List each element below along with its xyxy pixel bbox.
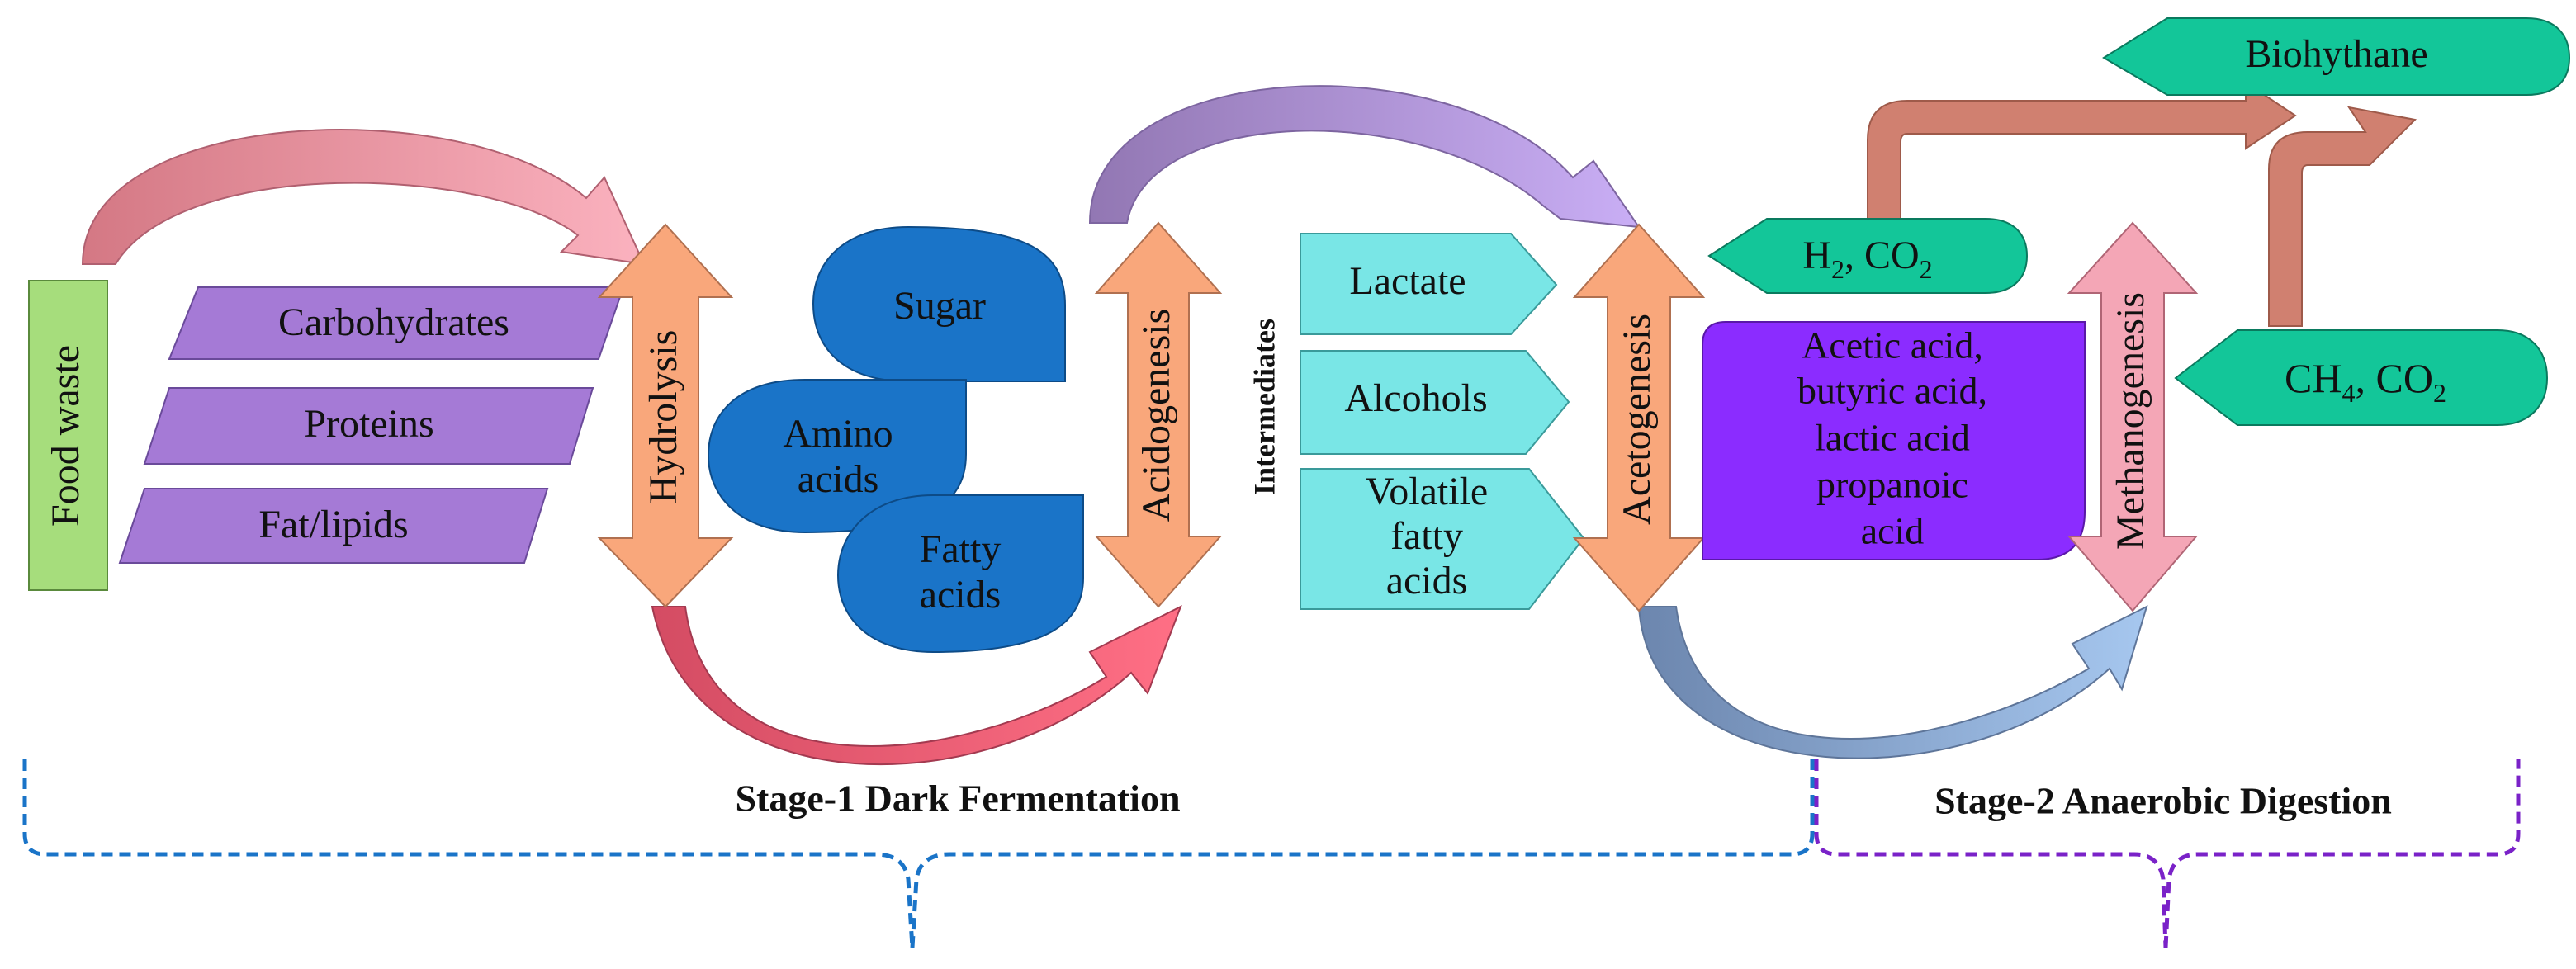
ch4-co2-tag [2174,329,2549,426]
elbow-arrow-h2-to-biohythane [1867,81,2297,220]
stage2-brace [1814,759,2521,948]
amino-acids-label-line1: Amino [783,412,893,456]
acids-label-line5: acid [1861,510,1925,552]
vfa-label-line3: acids [1386,559,1468,603]
arc-arrow-acidogenesis-to-acetogenesis [1088,85,1641,229]
volatile-fatty-acids-box [1300,468,1585,610]
hydrolysis-arrow [597,223,734,608]
stage1-brace [22,759,1815,948]
acids-label-line3: lactic acid [1815,417,1970,459]
alcohols-label: Alcohols [1344,376,1487,420]
amino-acids-label-line2: acids [798,457,879,501]
substrate-proteins-box [143,387,594,465]
substrate-carbohydrates-label: Carbohydrates [278,300,509,344]
substrate-fat-lipids-label: Fat/lipids [258,503,408,546]
fatty-acids-drop [836,494,1084,654]
biohythane-tag [2102,17,2571,96]
stage1-label: Stage-1 Dark Fermentation [735,778,1180,820]
arc-arrow-acetogenesis-to-methanogenesis [1637,605,2148,759]
arc-arrow-hydrolysis-to-acidogenesis [651,604,1182,766]
substrate-fat-lipids-box [118,488,549,564]
acetogenesis-label: Acetogenesis [1615,314,1659,525]
food-waste-label: Food waste [44,345,88,527]
hydrolysis-label: Hydrolysis [642,330,685,504]
methanogenesis-arrow [2067,221,2199,612]
intermediates-label: Intermediates [1248,319,1281,495]
fatty-acids-label-line2: acids [920,573,1002,617]
acids-label-line2: butyric acid, [1797,370,1987,412]
ch4-co2-label: CH4, CO2 [2285,355,2446,408]
h2-co2-label: H2, CO2 [1802,234,1932,284]
acids-label-line4: propanoic [1816,464,1968,506]
sugar-drop [812,225,1066,382]
vfa-label-line2: fatty [1390,514,1463,558]
acids-box [1702,321,2086,560]
fatty-acids-label-line1: Fatty [920,527,1002,571]
substrate-proteins-label: Proteins [304,402,433,446]
elbow-arrow-ch4-to-biohythane [2268,106,2417,327]
acetogenesis-arrow [1572,223,1706,612]
lactate-box [1300,233,1558,335]
acidogenesis-label: Acidogenesis [1134,309,1178,522]
substrate-carbohydrates-box [168,286,625,360]
acids-label-line1: Acetic acid, [1802,324,1983,366]
methanogenesis-label: Methanogenesis [2109,292,2152,550]
stage2-label: Stage-2 Anaerobic Digestion [1934,780,2392,822]
lactate-label: Lactate [1349,259,1466,303]
acidogenesis-arrow [1094,221,1223,608]
h2-co2-tag [1707,218,2029,294]
food-waste-box [28,280,108,591]
alcohols-box [1300,350,1570,455]
arc-arrow-foodwaste-to-hydrolysis [81,129,646,266]
sugar-label: Sugar [893,284,986,328]
vfa-label-line1: Volatile [1366,470,1488,513]
biohythane-label: Biohythane [2245,32,2427,76]
